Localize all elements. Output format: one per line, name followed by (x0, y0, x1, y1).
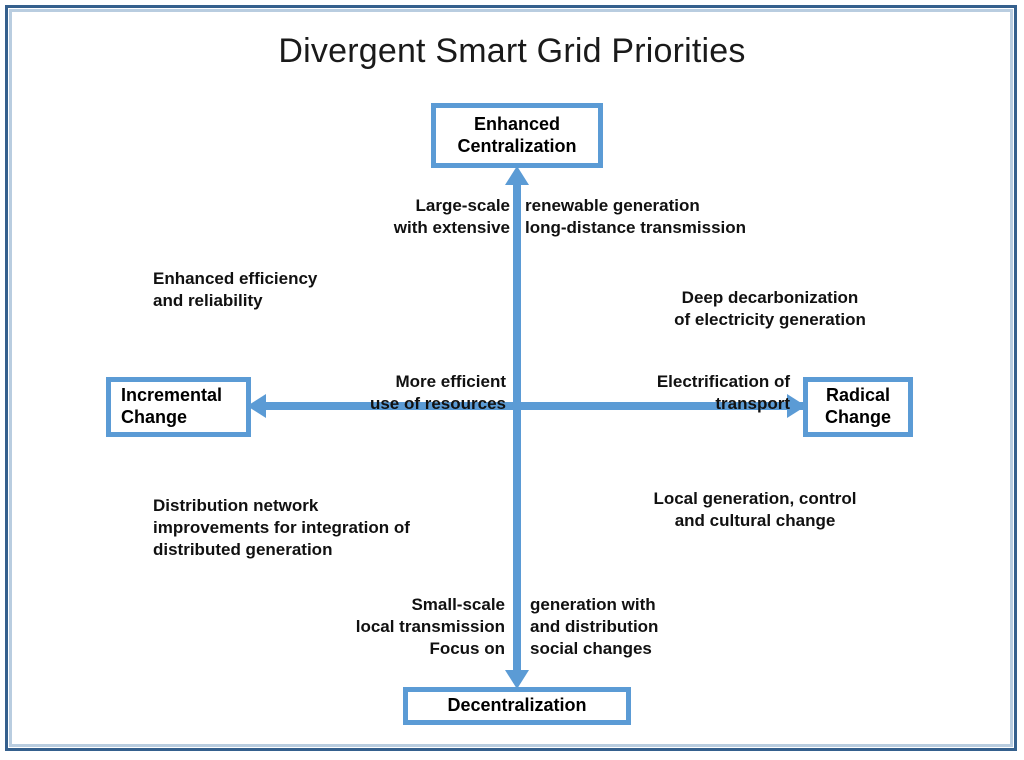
pole-box-radical-change: Radical Change (803, 377, 913, 437)
pole-box-decentralization: Decentralization (403, 687, 631, 725)
pole-right-line1: Radical (825, 385, 891, 406)
pole-left-line1: Incremental (121, 385, 223, 406)
horizontal-axis-line (258, 402, 806, 410)
axis-label-bottom-left: Small-scale local transmission Focus on (355, 595, 505, 659)
axis-label-mid-right: Electrification of transport (656, 372, 790, 414)
pole-left-line2: Change (121, 407, 188, 427)
pole-box-enhanced-centralization: Enhanced Centralization (431, 103, 603, 168)
page-title: Divergent Smart Grid Priorities (278, 32, 746, 70)
inner-frame-accent (9, 9, 1013, 747)
vertical-axis-line (513, 183, 521, 683)
arrow-down-icon (505, 670, 529, 689)
axis-label-bottom-right: generation with and distribution social … (530, 595, 659, 659)
pole-box-incremental-change: Incremental Change (106, 377, 251, 437)
axis-label-top-right: renewable generation long-distance trans… (525, 196, 747, 238)
arrow-left-icon (247, 394, 266, 418)
quadrant-label-lower-left: Distribution network improvements for in… (153, 496, 410, 560)
pole-bottom-line1: Decentralization (447, 695, 587, 716)
quadrant-label-lower-right: Local generation, control and cultural c… (653, 489, 857, 531)
axis-label-mid-left: More efficient use of resources (369, 372, 506, 414)
arrow-right-icon (787, 394, 806, 418)
pole-top-line1: Enhanced (473, 113, 561, 134)
quadrant-label-upper-right: Deep decarbonization of electricity gene… (674, 288, 866, 330)
arrow-up-icon (505, 166, 529, 185)
axis-label-top-left: Large-scale with extensive (393, 196, 510, 238)
pole-right-line2: Change (824, 407, 891, 427)
quadrant-label-upper-left: Enhanced efficiency and reliability (153, 269, 318, 311)
pole-top-line2: Centralization (457, 135, 577, 156)
